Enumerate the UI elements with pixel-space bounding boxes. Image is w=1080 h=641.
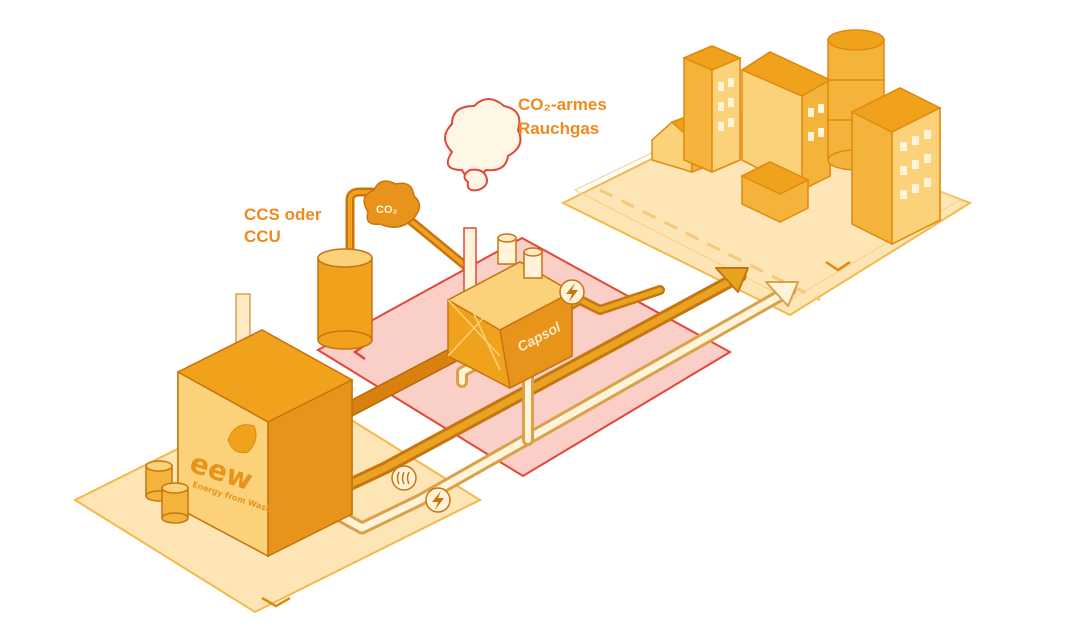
chevron-down-icon	[261, 596, 291, 608]
city-windows	[718, 78, 931, 199]
ccs-label-line2: CCU	[244, 227, 281, 246]
ccs-label-line1: CCS oder	[244, 205, 322, 224]
chevron-down-icon	[825, 260, 851, 272]
heat-icon	[391, 465, 417, 491]
lightning-icon	[559, 279, 585, 305]
capsol-plant	[446, 233, 574, 390]
flue-gas-label-line1: CO₂-armes	[518, 95, 607, 114]
co2-cloud	[363, 180, 421, 228]
co2-cloud-label: CO₂	[376, 204, 398, 216]
co2-storage-tank	[317, 248, 373, 350]
flue-gas-label-line2: Rauchgas	[518, 119, 600, 138]
lightning-icon	[425, 487, 451, 513]
eew-plant	[176, 329, 354, 558]
flue-gas-cloud	[444, 98, 522, 192]
eew-logo-mark	[227, 424, 257, 454]
waste-barrels	[145, 460, 189, 524]
